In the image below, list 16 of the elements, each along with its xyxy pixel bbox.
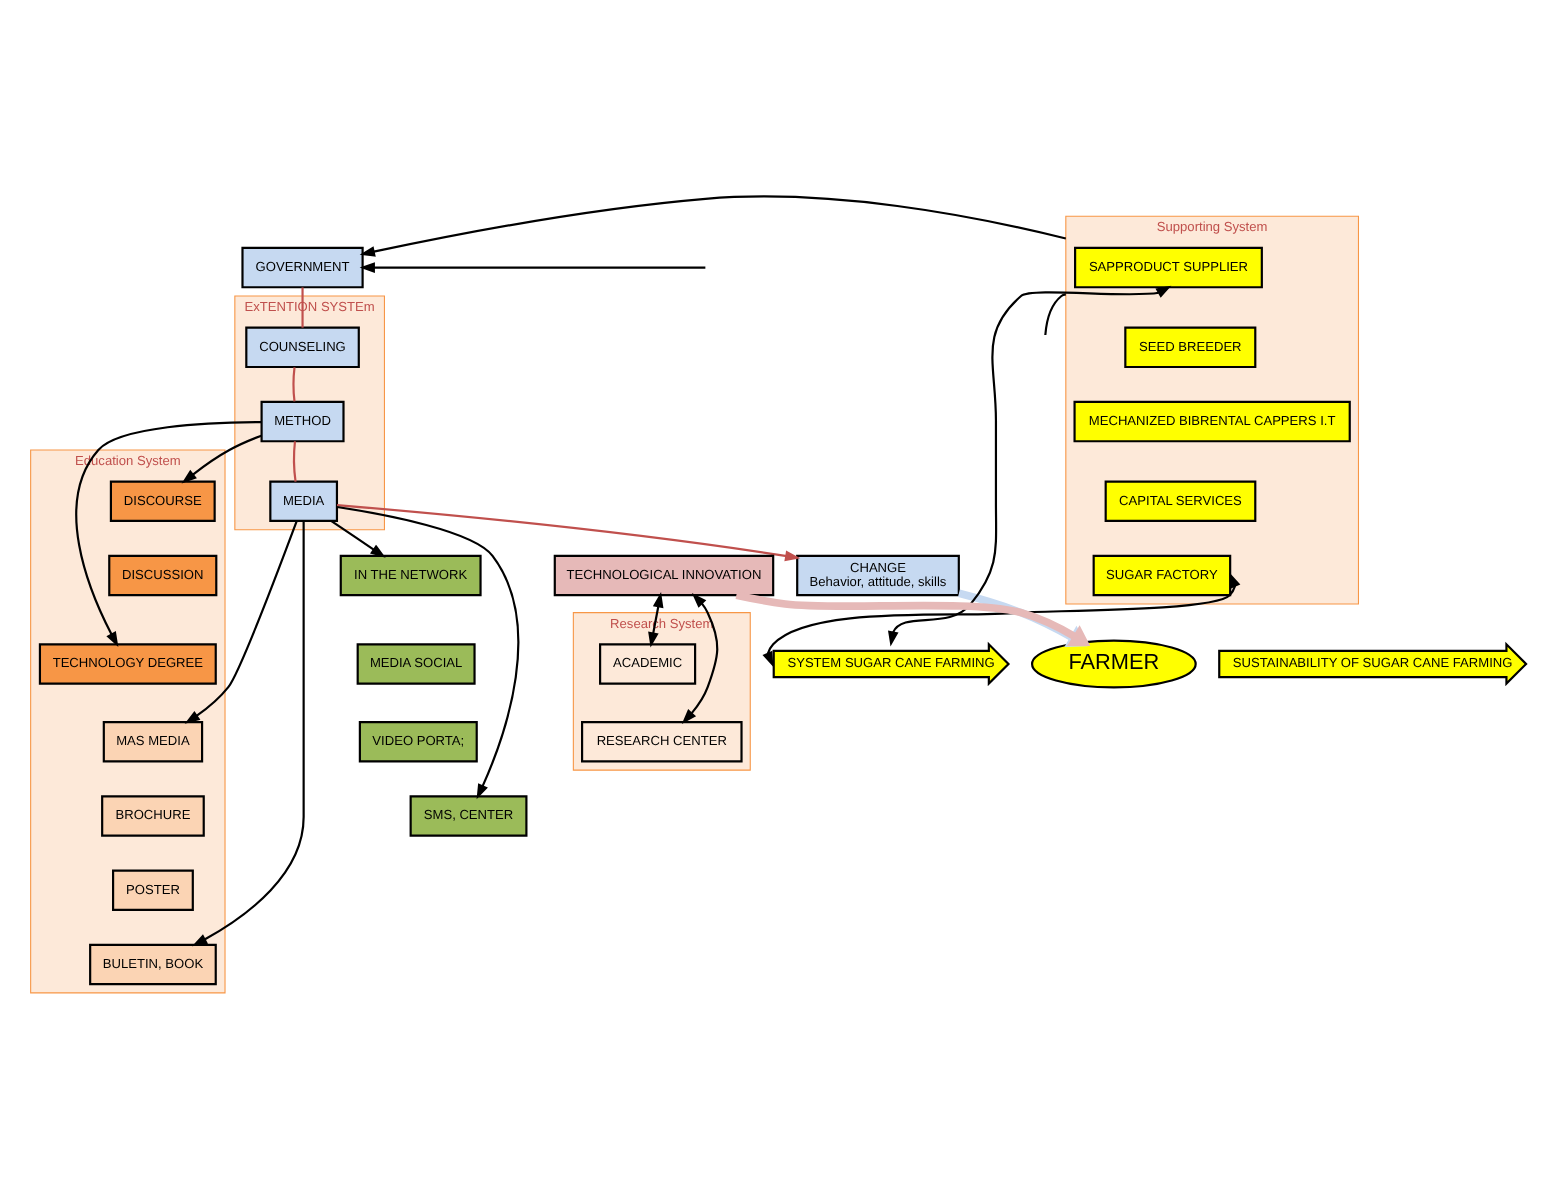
arrow xyxy=(359,261,706,272)
arrow xyxy=(330,519,386,557)
arrow xyxy=(192,520,305,946)
connector xyxy=(293,440,297,481)
arrow xyxy=(648,591,664,647)
arrow xyxy=(336,503,801,561)
arrow xyxy=(762,571,1241,667)
node-ellipse: FARMER xyxy=(1031,638,1197,688)
arrow xyxy=(181,433,262,483)
connector xyxy=(1044,292,1067,335)
arrow xyxy=(337,504,520,799)
arrow xyxy=(75,420,262,647)
connector xyxy=(292,366,296,401)
arrow xyxy=(184,519,298,723)
arrow xyxy=(359,194,1067,256)
arrow xyxy=(681,592,719,724)
